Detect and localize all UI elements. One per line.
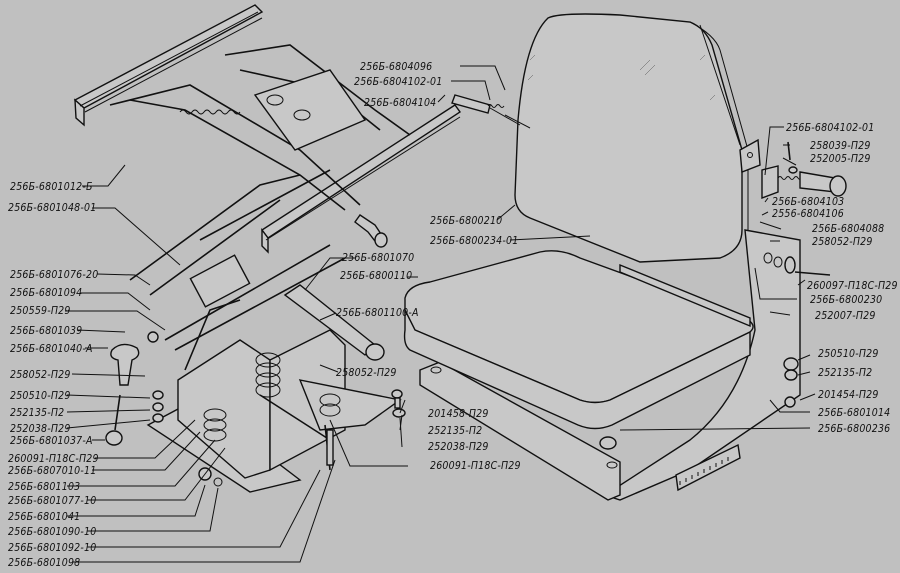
part-label: 256Б-6801103 [8,481,81,493]
part-label: 256Б-6801077-10 [8,495,97,507]
part-label: 256Б-6804088 [812,223,885,235]
part-label: 250510-П29 [818,348,879,360]
backrest-cushion [514,13,743,263]
left-slide-rail [73,4,264,109]
part-label: 260091-П18С-П29 [8,453,99,465]
part-label: 256Б-6801098 [8,557,81,569]
part-label: 256Б-6804104 [364,97,437,109]
tilt-adjust-pin [761,141,847,200]
part-label: 256Б-6801040-А [10,343,93,355]
part-label: 252038-П29 [428,441,489,453]
part-label: 256Б-6800230 [810,294,883,306]
part-label: 258052-П29 [10,369,71,381]
part-label: 260091-П18С-П29 [430,460,521,472]
frame-spring [179,109,241,115]
part-label: 250559-П29 [10,305,71,317]
part-label: 2556-6804106 [772,208,844,220]
part-label: 252135-П2 [428,425,483,437]
part-label: 258039-П29 [810,140,871,152]
part-label: 260097-П18С-П29 [807,280,898,292]
part-label: 256Б-6801014 [818,407,891,419]
part-label: 258052-П29 [336,367,397,379]
upper-frame [73,4,461,296]
part-label: 256Б-6801039 [10,325,83,337]
part-label: 256Б-6800234-01 [430,235,519,247]
part-label: 250510-П29 [10,390,71,402]
seat [403,229,831,501]
backrest [514,13,761,263]
part-label: 256Б-6804102-01 [354,76,443,88]
part-label: 256Б-6800110 [340,270,413,282]
part-label: 256Б-6807010-11 [8,465,97,477]
part-label: 256Б-6801076-20 [10,269,99,281]
backrest-spring-pin [451,94,531,129]
part-label: 201458-П29 [428,408,489,420]
part-label: 256Б-6801092-10 [8,542,97,554]
part-label: 256Б-6800210 [430,215,503,227]
part-label: 256Б-6804096 [360,61,433,73]
right-bolt-stack [783,357,799,408]
part-label: 252005-П29 [810,153,871,165]
leader-lines [65,65,816,563]
part-label: 256Б-6801070 [342,252,415,264]
part-label: 256Б-6801090-10 [8,526,97,538]
suspension-mechanism [105,244,402,493]
part-label: 256Б-6800236 [818,423,891,435]
part-label: 252135-П2 [818,367,873,379]
part-label: 256Б-6801100-А [336,307,419,319]
part-label: 258052-П29 [812,236,873,248]
part-label: 252038-П29 [10,423,71,435]
part-label: 252135-П2 [10,407,65,419]
part-label: 252007-П29 [815,310,876,322]
part-label: 201454-П29 [818,389,879,401]
part-label: 256Б-6801037-А [10,435,93,447]
part-label: 256Б-6801012-Б [10,181,93,193]
part-label: 256Б-6804103 [772,196,845,208]
part-label: 256Б-6801048-01 [8,202,97,214]
adjust-handle [110,343,140,386]
part-label: 256Б-6801094 [10,287,83,299]
part-label: 256Б-6801041 [8,511,81,523]
part-label: 256Б-6804102-01 [786,122,875,134]
